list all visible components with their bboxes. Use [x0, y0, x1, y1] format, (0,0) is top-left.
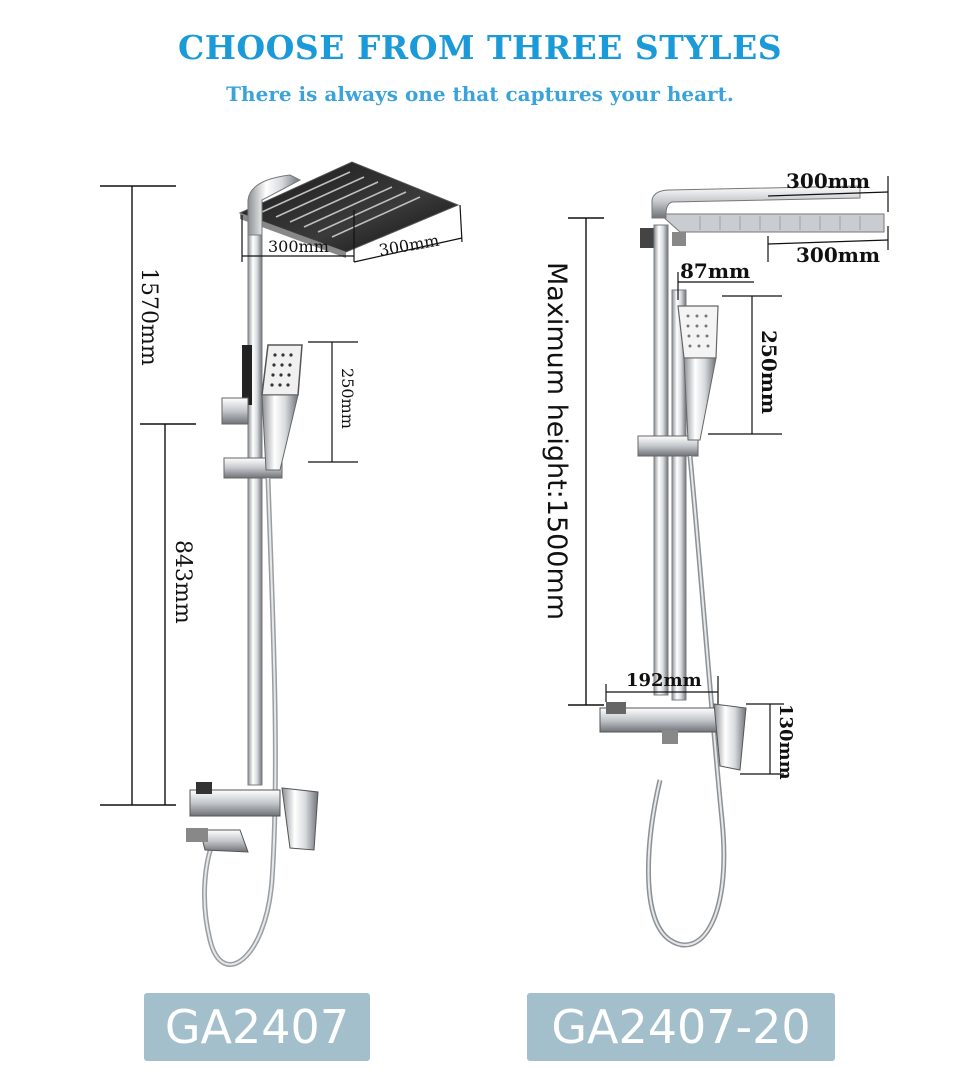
label-valve-height-right: 130mm — [775, 704, 796, 780]
dimension-total-height-left — [100, 185, 176, 806]
hose-left — [202, 477, 278, 967]
label-lower-height-left: 843mm — [170, 540, 195, 624]
label-head-width-left: 300mm — [268, 237, 329, 256]
dimension-handheld-width-right — [677, 272, 754, 300]
dimension-handheld-length-right — [708, 295, 782, 435]
riser-pipe-left — [247, 234, 263, 786]
mixer-valve-left — [186, 782, 319, 853]
label-handheld-length-left: 250mm — [338, 368, 357, 429]
dimension-handheld-left — [308, 341, 358, 463]
label-head-width-right: 300mm — [786, 169, 870, 193]
rain-head-left — [238, 161, 460, 258]
dimension-head-left — [241, 204, 463, 263]
label-total-height-left: 1570mm — [136, 268, 161, 366]
mixer-valve-right — [599, 702, 747, 771]
shower-ga2407: 1570mm 843mm 300mm 300mm 250mm — [100, 161, 463, 967]
model-badge-ga2407: GA2407 — [144, 993, 370, 1061]
dimension-head-right — [767, 176, 889, 262]
label-max-height-right: Maximum height:1500mm — [541, 262, 572, 620]
rain-head-right — [658, 213, 885, 233]
dimension-lower-height-left — [140, 423, 196, 805]
holder-dark-left — [242, 345, 252, 405]
model-badge-ga2407-20: GA2407-20 — [527, 993, 835, 1061]
dimension-valve-height-right — [740, 703, 784, 775]
dimension-max-height-right — [568, 217, 604, 706]
label-head-depth-right: 300mm — [796, 243, 880, 267]
page-title: CHOOSE FROM THREE STYLES — [177, 28, 783, 67]
hand-shower-right — [677, 305, 719, 441]
hand-shower-left — [261, 344, 303, 471]
label-valve-width-right: 192mm — [626, 670, 702, 691]
shower-ga2407-20: 300mm 300mm 87mm 250mm Maximum height:15… — [541, 169, 889, 948]
label-handheld-length-right: 250mm — [757, 330, 781, 414]
slider-holder-right — [637, 435, 699, 457]
label-handheld-width-right: 87mm — [680, 259, 750, 283]
dimension-valve-width-right — [605, 676, 719, 704]
riser-pipe-right — [653, 224, 669, 696]
page-subtitle: There is always one that captures your h… — [226, 82, 734, 106]
